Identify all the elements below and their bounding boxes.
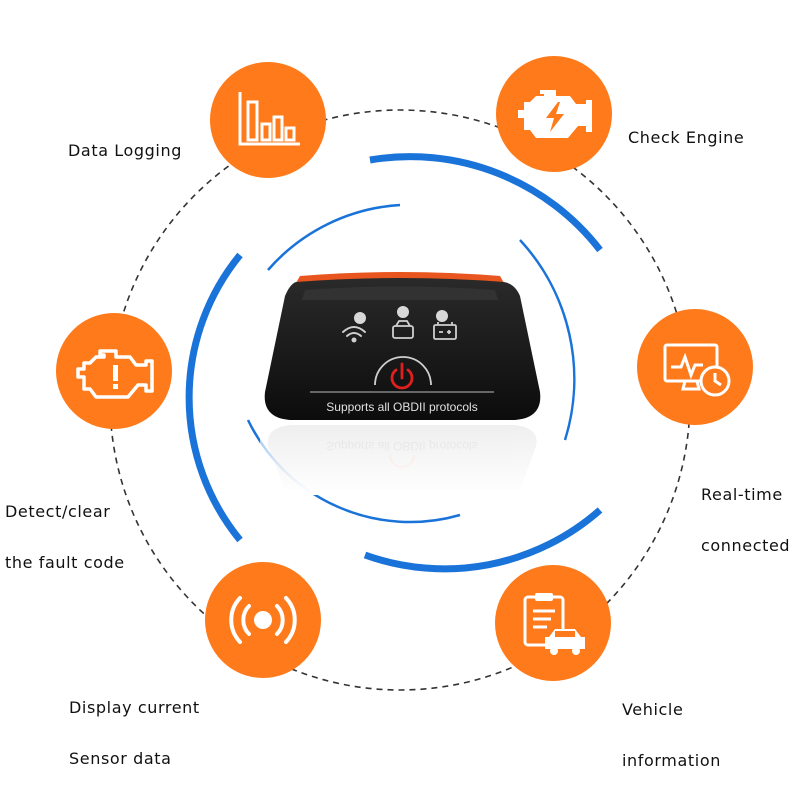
label-vehicle-info-line1: Vehicle: [622, 700, 684, 719]
label-sensor-data: Display current Sensor data: [69, 665, 200, 784]
sensor-signal-icon: [229, 596, 297, 644]
obd-device: Supports all OBDII protocols Supports al…: [260, 272, 550, 495]
check-engine-circle: [496, 56, 612, 172]
label-detect-clear-line1: Detect/clear: [5, 502, 111, 521]
label-real-time-line2: connected: [701, 536, 791, 555]
monitor-clock-icon: [663, 343, 731, 397]
wifi-icon: [342, 326, 366, 343]
data-logging-circle: [210, 62, 326, 178]
label-vehicle-info: Vehicle information: [622, 667, 721, 786]
led-wifi: [354, 312, 366, 324]
label-detect-clear-line2: the fault code: [5, 553, 125, 572]
device-protocols-text: Supports all OBDII protocols: [326, 400, 477, 414]
car-icon: [392, 320, 414, 339]
label-real-time: Real-time connected: [701, 452, 790, 571]
engine-warning-icon: [76, 349, 154, 399]
clipboard-car-icon: [523, 593, 585, 655]
label-data-logging: Data Logging: [68, 141, 182, 160]
device-body: [264, 278, 541, 420]
label-sensor-data-line1: Display current: [69, 698, 200, 717]
device-sheen: [302, 286, 498, 300]
sensor-data-circle: [205, 562, 321, 678]
label-real-time-line1: Real-time: [701, 485, 783, 504]
bar-chart-icon: [238, 92, 300, 146]
label-check-engine: Check Engine: [628, 128, 745, 147]
blue-arcs: [185, 153, 603, 573]
label-sensor-data-line2: Sensor data: [69, 749, 172, 768]
detect-clear-circle: [56, 313, 172, 429]
power-icon: [390, 362, 414, 390]
battery-icon: [433, 322, 457, 340]
real-time-circle: [637, 309, 753, 425]
led-car: [397, 306, 409, 318]
label-detect-clear: Detect/clear the fault code: [5, 469, 125, 588]
vehicle-info-circle: [495, 565, 611, 681]
power-button-rim: [374, 356, 432, 386]
label-vehicle-info-line2: information: [622, 751, 721, 770]
engine-bolt-icon: [518, 90, 592, 138]
led-battery: [436, 310, 448, 322]
